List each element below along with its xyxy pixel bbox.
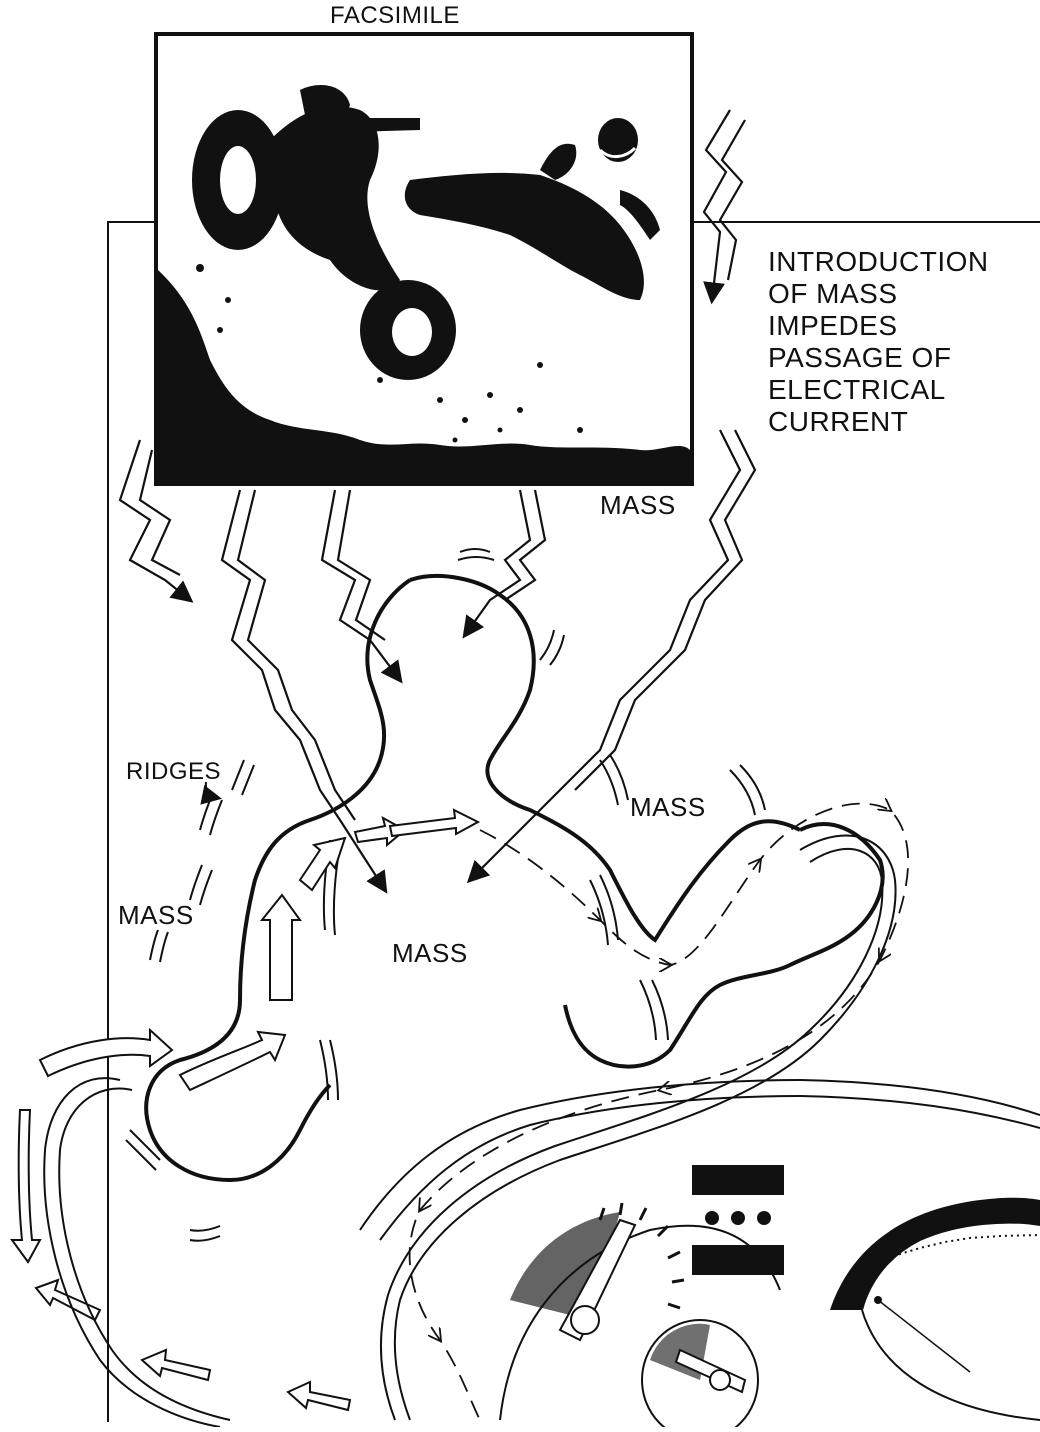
mass-label-center: MASS <box>392 938 468 969</box>
facsimile-picture <box>156 34 692 484</box>
caption-line: PASSAGE OF <box>768 342 989 374</box>
ridges-label: RIDGES <box>126 758 221 786</box>
mass-label-top: MASS <box>600 490 676 521</box>
facsimile-label: FACSIMILE <box>330 2 460 30</box>
caption-text: INTRODUCTION OF MASS IMPEDES PASSAGE OF … <box>768 246 989 438</box>
mass-label-left: MASS <box>118 900 194 931</box>
current-flow-arrows <box>12 810 478 1410</box>
caption-line: IMPEDES <box>768 310 989 342</box>
human-figure-outline <box>146 576 882 1180</box>
caption-line: CURRENT <box>768 406 989 438</box>
caption-line: INTRODUCTION <box>768 246 989 278</box>
caption-line: OF MASS <box>768 278 989 310</box>
mass-label-right: MASS <box>630 792 706 823</box>
ridge-marks <box>126 549 765 1241</box>
caption-line: ELECTRICAL <box>768 374 989 406</box>
dial-gauge-icon <box>500 1165 1040 1427</box>
